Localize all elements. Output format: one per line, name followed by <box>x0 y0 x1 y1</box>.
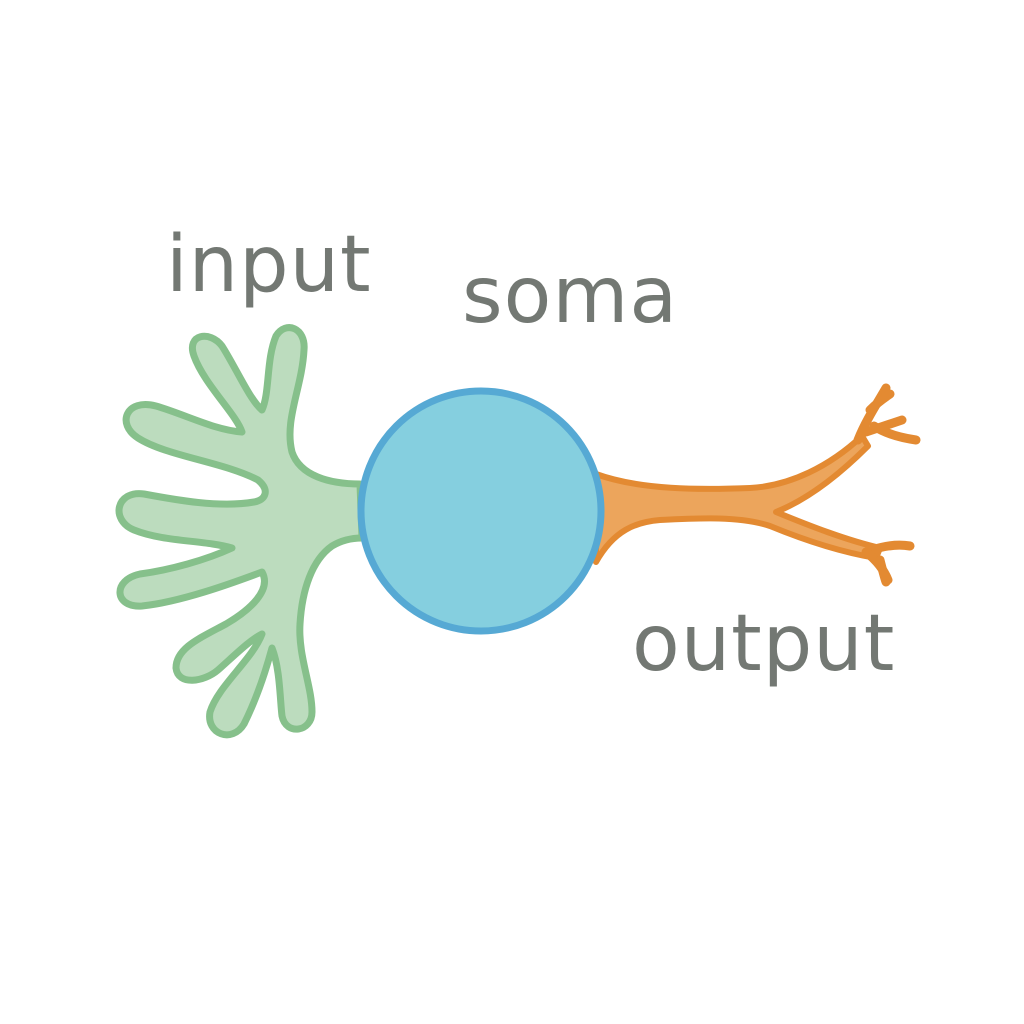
axon <box>593 383 921 587</box>
axon-terminals <box>853 383 921 587</box>
axon-terminal-lower-1 <box>867 540 915 555</box>
soma-cell-body <box>357 387 605 635</box>
axon-terminal-upper-3 <box>869 421 921 445</box>
label-input: input <box>166 220 372 310</box>
label-soma: soma <box>462 251 678 341</box>
label-output: output <box>632 599 895 689</box>
axon-terminal-upper-2 <box>861 415 907 437</box>
dendrite-tree <box>115 324 366 739</box>
axon-terminal-upper-4 <box>865 389 895 415</box>
dendrites <box>115 324 366 739</box>
axon-terminal-lower-3 <box>875 555 891 587</box>
axon-trunk <box>593 433 883 565</box>
